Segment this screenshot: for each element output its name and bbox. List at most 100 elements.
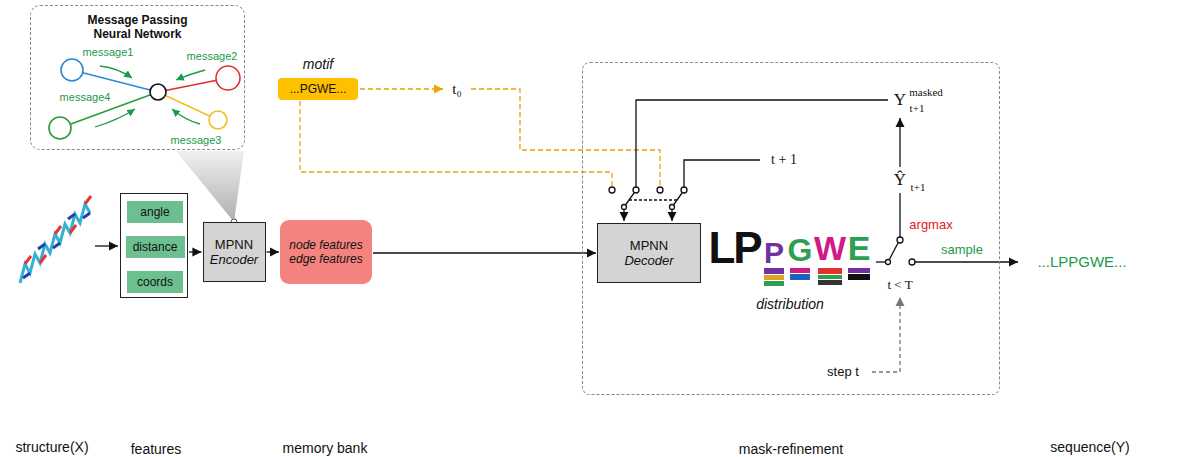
process-box: MPNNEncoder bbox=[203, 222, 266, 282]
switch-contacts bbox=[897, 237, 903, 243]
protein-structure bbox=[53, 243, 60, 248]
logo-stacks bbox=[790, 268, 810, 273]
node-text: Encoder bbox=[210, 252, 258, 267]
protein-structure bbox=[83, 213, 90, 218]
caption: features bbox=[131, 441, 182, 457]
switch-contacts bbox=[886, 260, 891, 265]
message-arrows bbox=[176, 70, 205, 80]
node-text: MPNN bbox=[630, 238, 668, 253]
protein-structure bbox=[85, 196, 91, 204]
switch-contacts bbox=[909, 259, 915, 265]
protein-structure bbox=[20, 204, 90, 283]
annotation: message2 bbox=[186, 50, 239, 62]
process-box: distance bbox=[126, 236, 185, 258]
wires bbox=[684, 160, 760, 187]
wires bbox=[876, 261, 885, 262]
node-text: MPNN bbox=[215, 237, 253, 252]
wires bbox=[300, 101, 612, 186]
logo-stacks bbox=[764, 275, 784, 280]
graph-illustration bbox=[49, 117, 71, 139]
logo-letter: W bbox=[813, 230, 847, 267]
annotation: t < T bbox=[886, 278, 913, 292]
logo-stacks bbox=[790, 274, 810, 280]
message-arrows bbox=[95, 109, 135, 127]
caption: memory bank bbox=[283, 440, 368, 456]
protein-structure bbox=[38, 244, 45, 249]
graph-illustration bbox=[216, 66, 240, 90]
annotation: t+1 bbox=[910, 181, 927, 193]
annotation: t₀ bbox=[451, 81, 462, 98]
switch-contacts bbox=[657, 187, 663, 193]
process-box: coords bbox=[127, 271, 183, 293]
graph-illustration bbox=[49, 59, 240, 139]
node-text: ...PGWE... bbox=[290, 82, 347, 96]
graph-illustration bbox=[209, 111, 227, 129]
switch-contacts bbox=[609, 187, 615, 193]
logo-stacks bbox=[764, 268, 784, 274]
caption: mask-refinement bbox=[739, 441, 843, 457]
protein-structure bbox=[20, 196, 91, 283]
node-text: angle bbox=[140, 205, 169, 219]
process-box: motif...PGWE... bbox=[278, 78, 358, 100]
caption: structure(X) bbox=[14, 440, 89, 455]
protein-structure bbox=[70, 225, 76, 233]
node-text: edge features bbox=[289, 252, 362, 266]
annotation: distribution bbox=[755, 297, 825, 312]
logo-letter: L bbox=[708, 224, 737, 272]
node-text: distance bbox=[133, 240, 178, 254]
annotation: sample bbox=[940, 243, 984, 257]
wires bbox=[915, 261, 1018, 262]
switch-contacts bbox=[681, 187, 687, 193]
annotation: message3 bbox=[170, 134, 223, 146]
logo-letter: E bbox=[847, 230, 872, 267]
logo-stacks bbox=[764, 281, 784, 286]
node-text: node features bbox=[289, 238, 362, 252]
logo-letter: P bbox=[763, 236, 785, 269]
graph-illustration bbox=[72, 70, 158, 92]
logo-stacks bbox=[764, 268, 870, 286]
wires bbox=[95, 245, 118, 246]
annotation: Ŷ bbox=[893, 171, 907, 190]
caption: motif bbox=[303, 56, 333, 72]
wires bbox=[636, 100, 888, 187]
wires bbox=[888, 243, 898, 262]
graph-illustration bbox=[158, 92, 218, 120]
logo-stacks bbox=[818, 275, 842, 279]
switch-contacts bbox=[633, 187, 639, 193]
flow-arrow bbox=[373, 252, 596, 253]
logo-stacks bbox=[848, 274, 870, 280]
protein-structure bbox=[40, 255, 46, 263]
annotation: message4 bbox=[59, 91, 112, 103]
protein-structure bbox=[55, 226, 61, 234]
annotation: t + 1 bbox=[770, 152, 798, 167]
annotation: step t bbox=[826, 365, 860, 379]
wires bbox=[899, 193, 900, 237]
group-region: Message Passing Neural Network bbox=[30, 5, 245, 150]
node-text: coords bbox=[137, 275, 173, 289]
protein-structure bbox=[68, 214, 75, 219]
message-arrows bbox=[172, 109, 200, 124]
annotation: argmax bbox=[908, 218, 953, 232]
protein-structure bbox=[23, 273, 30, 278]
logo-letter: G bbox=[787, 233, 814, 268]
message-arrows bbox=[100, 66, 132, 78]
flow-arrow bbox=[189, 251, 202, 252]
logo-stacks bbox=[818, 268, 842, 274]
node-text: Message Passing Neural Network bbox=[73, 13, 203, 42]
graph-illustration bbox=[150, 84, 166, 100]
wires bbox=[872, 297, 900, 372]
logo-stacks bbox=[818, 280, 842, 285]
annotation: masked bbox=[908, 86, 944, 98]
wires bbox=[623, 210, 624, 221]
flow-arrow bbox=[267, 251, 280, 252]
protein-structure bbox=[25, 256, 31, 264]
annotation: Y bbox=[893, 91, 907, 110]
wires bbox=[360, 88, 443, 89]
switch-contacts bbox=[622, 205, 627, 210]
wires bbox=[899, 118, 900, 167]
wires bbox=[629, 199, 677, 200]
annotation: message1 bbox=[82, 46, 135, 58]
logo-stacks bbox=[848, 268, 870, 273]
switch-contacts bbox=[670, 205, 675, 210]
annotation: ...LPPGWE... bbox=[1036, 254, 1127, 271]
